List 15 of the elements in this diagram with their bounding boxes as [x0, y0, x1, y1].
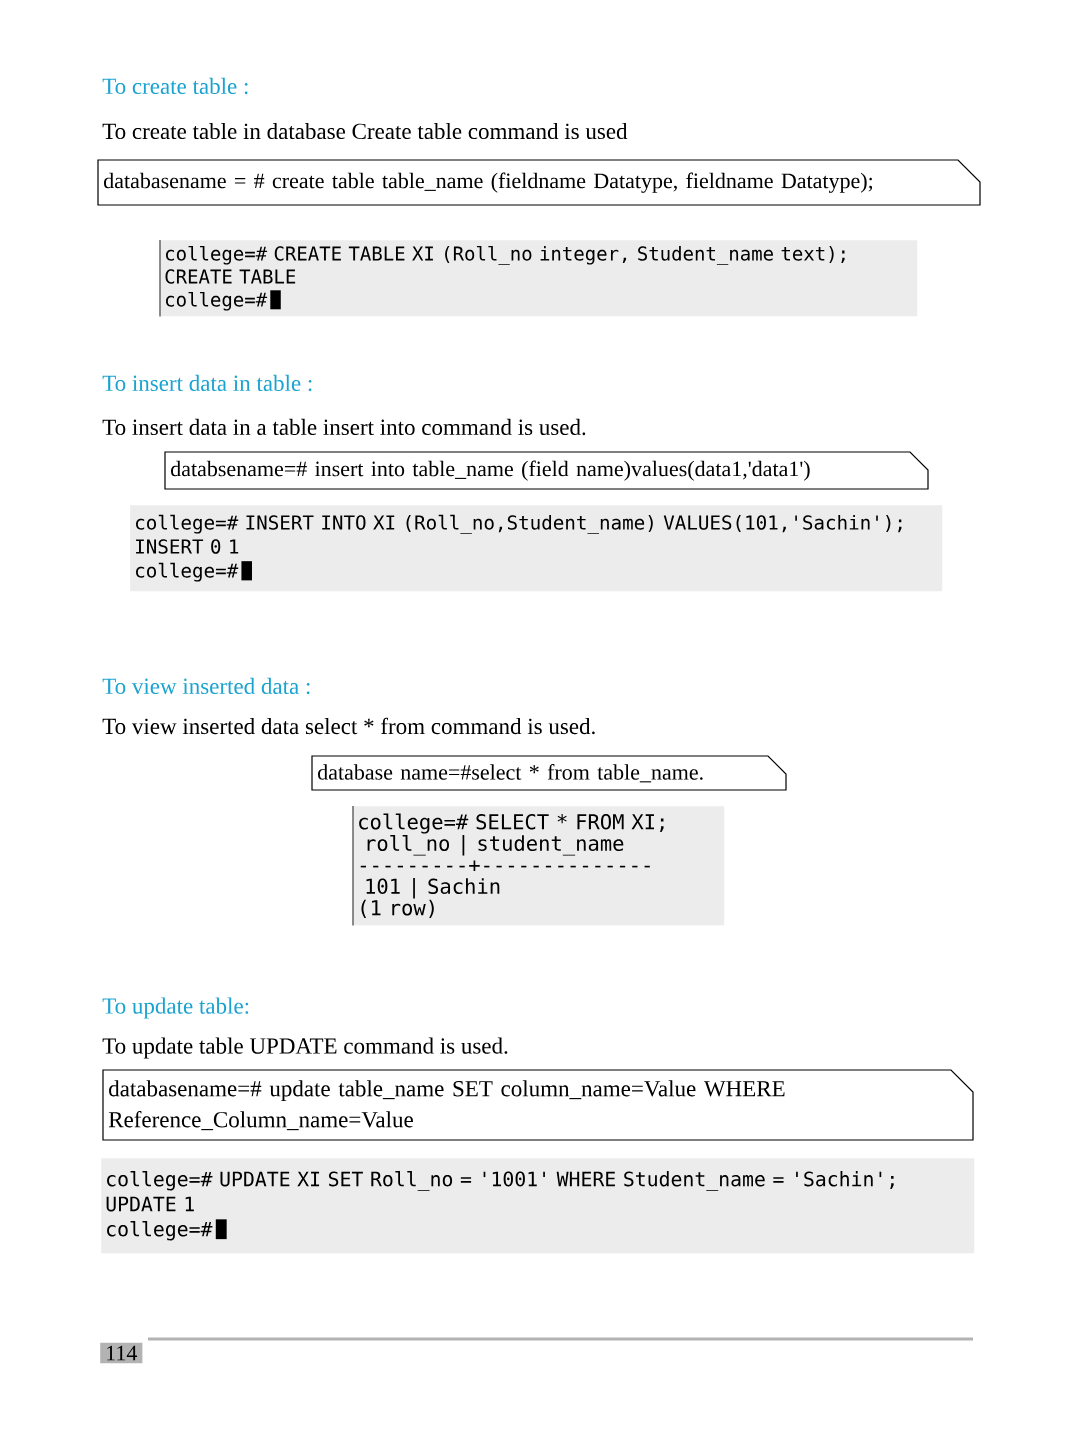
section-heading: To update table:	[102, 997, 249, 1019]
section-heading: To insert data in table :	[102, 374, 312, 392]
terminal-screenshot: college=# UPDATE XI SET Roll_no = '1001' WHERE Student_name = 'Sachin'; UPDATE 1 college=#	[101, 1158, 975, 1254]
page-number: 114	[100, 1342, 143, 1364]
syntax-box: databasename = # create table table_name (fieldname Datatype, fieldname Datatype);	[97, 159, 981, 206]
syntax-box: databasename=# update table_name SET column_name=Value WHERE Reference_Column_name=Value	[102, 1069, 974, 1141]
body-text: To view inserted data select * from command is used.	[102, 717, 595, 735]
terminal-screenshot: college=# INSERT INTO XI (Roll_no,Student_name) VALUES(101,'Sachin'); INSERT 0 1 college=#	[130, 505, 943, 592]
terminal-screenshot: college=# SELECT * FROM XI; roll_no | student_name ---------+-------------- 101 | Sachin (1 row)	[352, 805, 725, 927]
syntax-box: database name=#select * from table_name.	[311, 755, 787, 791]
body-text: To create table in database Create table command is used	[102, 122, 628, 140]
section-heading: To create table :	[102, 77, 248, 95]
section-heading: To view inserted data :	[102, 677, 310, 695]
syntax-box: databsename=# insert into table_name (field name)values(data1,'data1')	[164, 451, 929, 490]
terminal-screenshot: college=# CREATE TABLE XI (Roll_no integer, Student_name text); CREATE TABLE college=#	[159, 239, 918, 318]
